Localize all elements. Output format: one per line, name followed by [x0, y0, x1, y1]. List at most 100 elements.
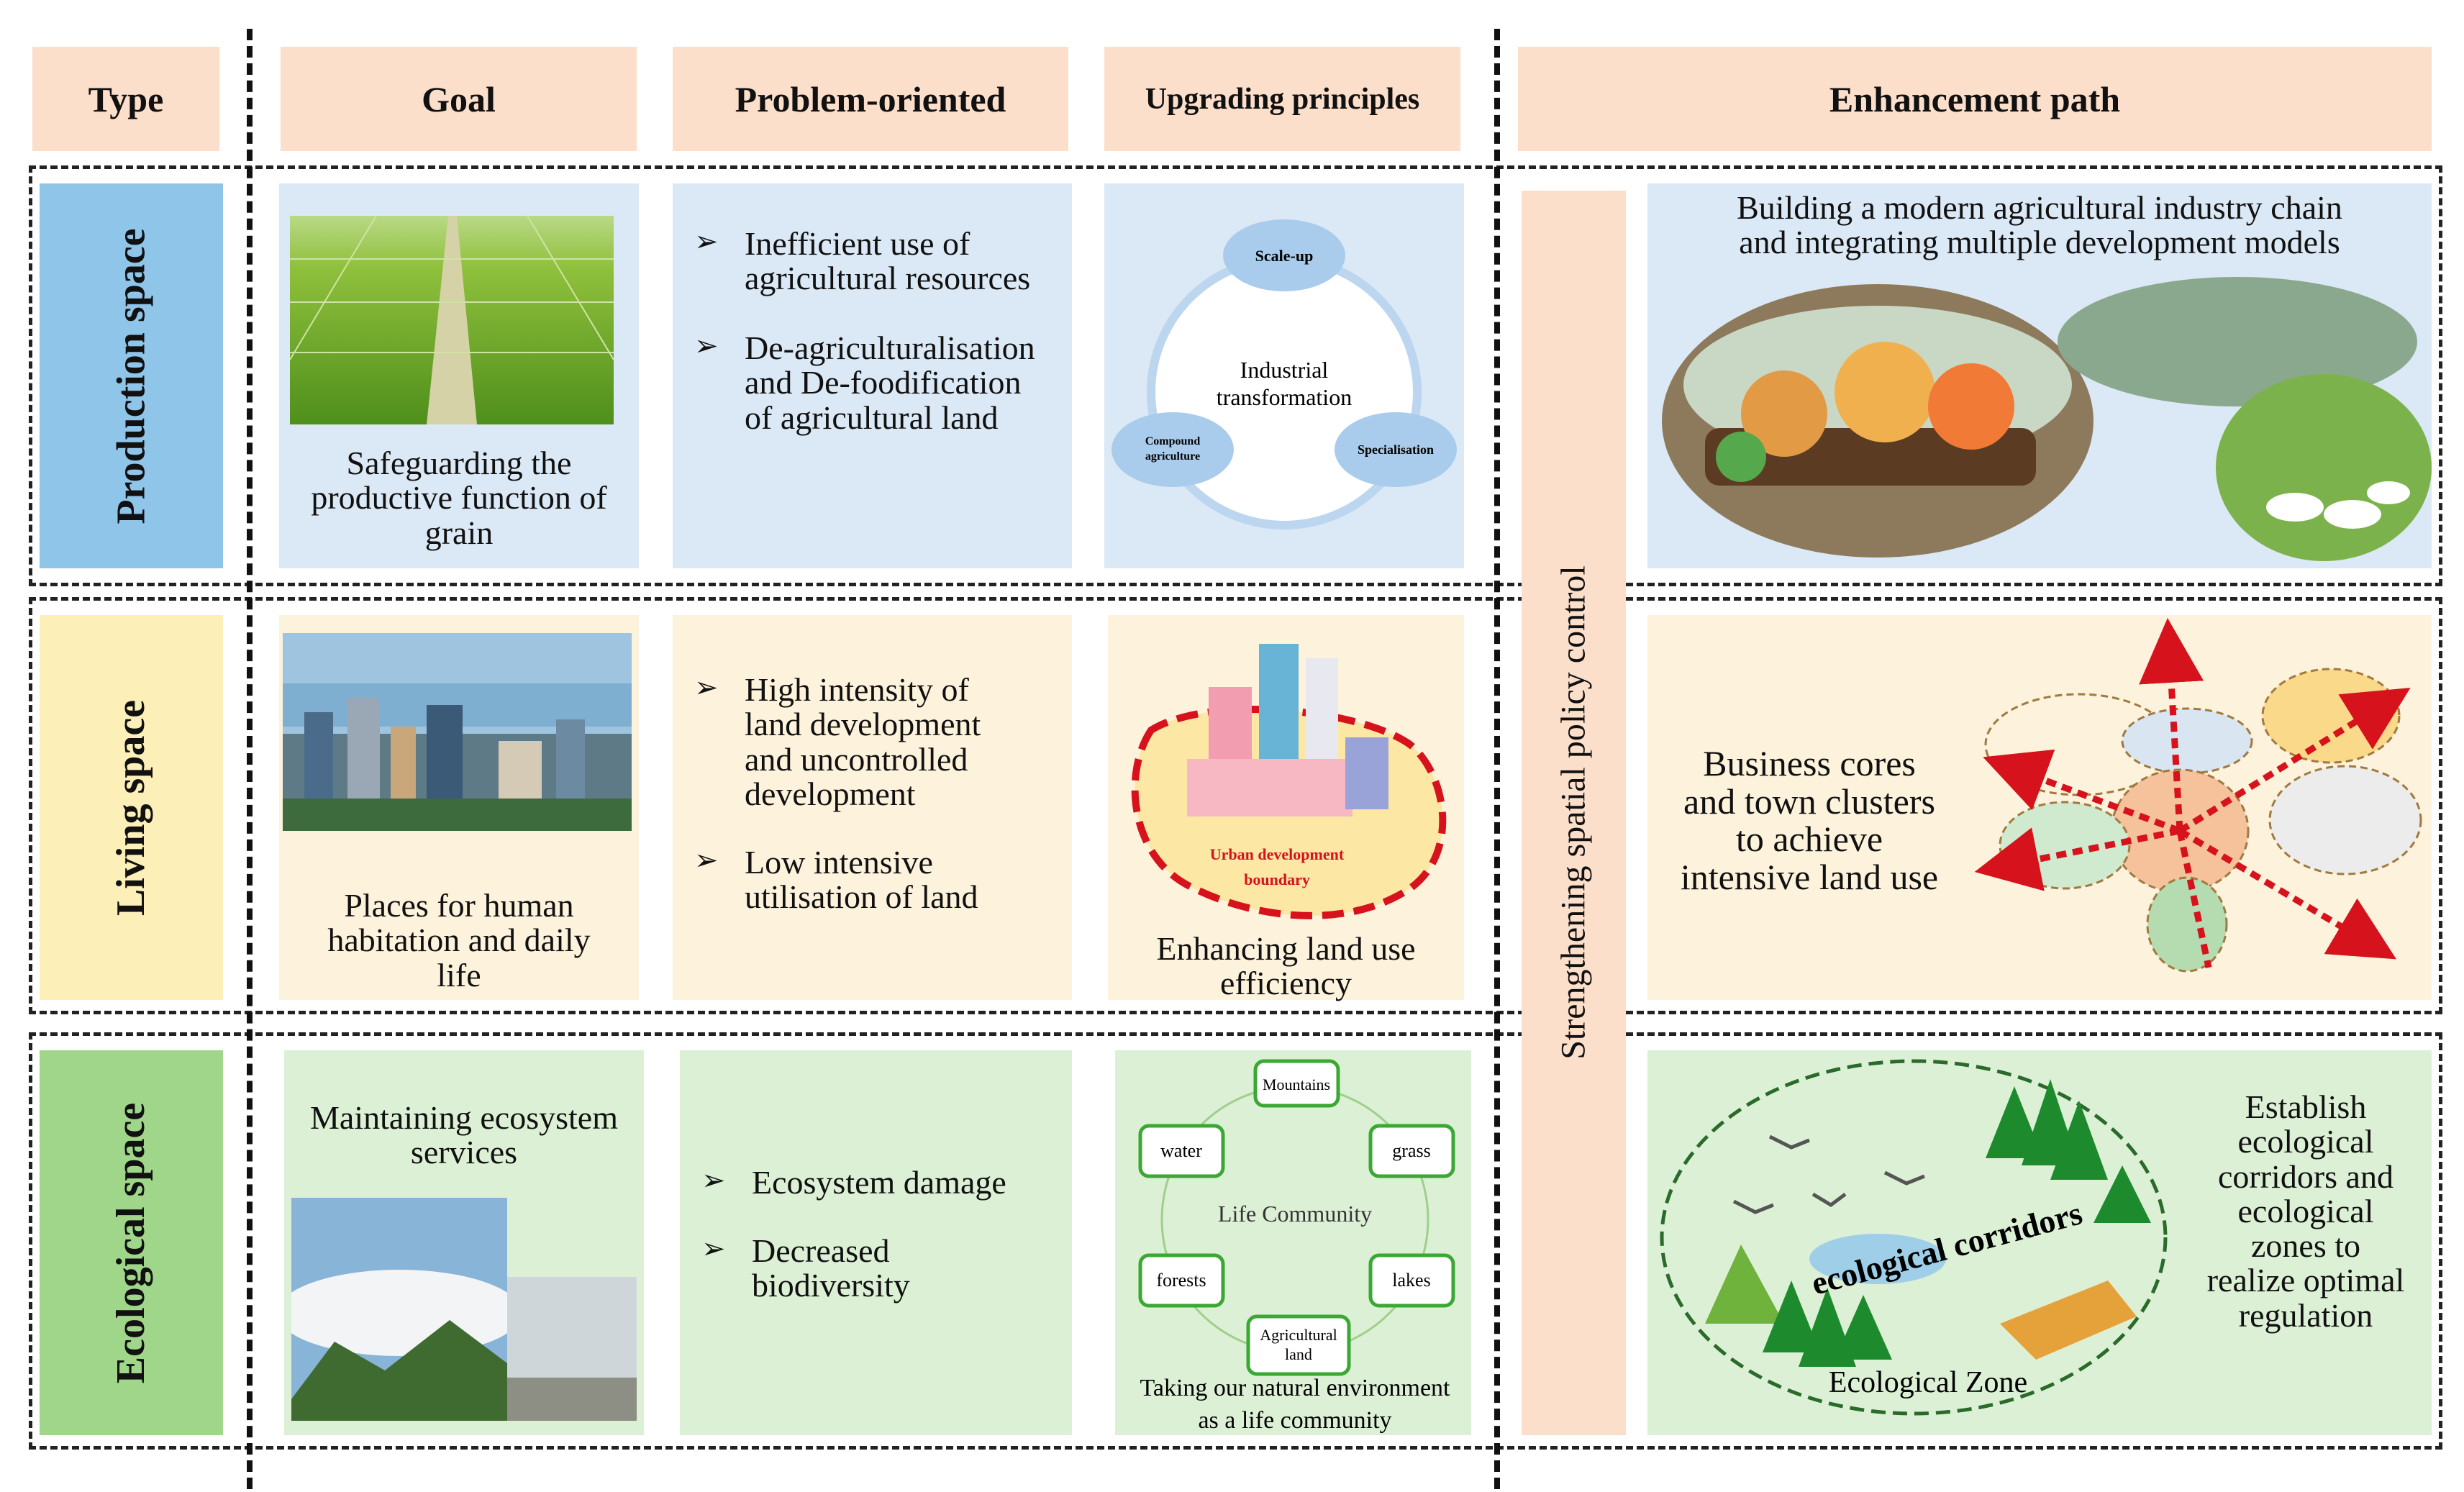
specialisation-node	[1335, 412, 1457, 487]
goal-line: Places for human	[344, 887, 574, 924]
grass-label: grass	[1392, 1140, 1430, 1161]
building	[1187, 759, 1353, 816]
problem-line: Inefficient use of	[745, 225, 970, 262]
scale-up-node	[1223, 219, 1345, 291]
poultry-orchard-image	[2216, 374, 2432, 561]
cluster-ellipse	[2268, 765, 2422, 875]
caption-line: Taking our natural environment	[1140, 1375, 1451, 1401]
cluster-ellipse	[2261, 668, 2401, 764]
living-path-text: Business cores and town clusters to achi…	[1647, 745, 1971, 896]
production-row-outline	[29, 165, 2442, 586]
bullet-arrow-icon: ➢	[694, 329, 719, 362]
type-column-divider	[247, 29, 253, 1489]
bullet-arrow-icon: ➢	[694, 844, 719, 876]
life-community-label: Life Community	[1218, 1201, 1372, 1227]
lakes-label: lakes	[1392, 1270, 1430, 1291]
policy-control-band: Strengthening spatial policy control	[1522, 191, 1626, 1435]
header-problem: Problem-oriented	[673, 47, 1068, 151]
production-principles-cell: Scale-up Compound agriculture Specialisa…	[1104, 183, 1464, 568]
ecological-zone-diagram: ecological corridors Ecological Zone	[1660, 1059, 2168, 1416]
caption-line: Enhancing land use	[1156, 930, 1416, 967]
path-line: and town clusters	[1683, 781, 1935, 822]
development-axes	[1974, 618, 2411, 968]
header-principles: Upgrading principles	[1104, 47, 1460, 151]
goal-line: services	[410, 1134, 518, 1171]
specialisation-label: Specialisation	[1358, 442, 1434, 457]
bullet-arrow-icon: ➢	[694, 225, 719, 258]
boundary-label: Urban development	[1210, 845, 1345, 863]
farmland-patch	[2000, 1281, 2137, 1360]
problem-line: Ecosystem damage	[752, 1164, 1006, 1201]
path-line: regulation	[2238, 1296, 2373, 1334]
ecological-problem-cell: ➢ Ecosystem damage ➢ Decreased biodivers…	[680, 1050, 1072, 1435]
goal-line: grain	[424, 514, 494, 551]
production-path-text: Building a modern agricultural industry …	[1647, 189, 2432, 260]
living-goal-text: Places for human habitation and daily li…	[279, 888, 639, 993]
grain-field-image	[290, 216, 614, 424]
path-line: ecological	[2237, 1192, 2374, 1229]
header-goal-label: Goal	[422, 78, 496, 119]
forests-label: forests	[1156, 1270, 1206, 1291]
caption-line: as a life community	[1198, 1407, 1391, 1434]
agricultural-land-label: land	[1285, 1345, 1312, 1363]
ecological-row-outline	[29, 1032, 2442, 1450]
bullet-arrow-icon: ➢	[694, 671, 719, 704]
production-goal-text: Safeguarding the productive function of …	[279, 445, 639, 551]
living-principles-caption: Enhancing land use efficiency	[1108, 930, 1464, 1002]
path-column-divider	[1494, 29, 1500, 1489]
problem-line: biodiversity	[752, 1267, 910, 1304]
path-line: zones to	[2250, 1227, 2360, 1265]
problem-line: of agricultural land	[745, 399, 999, 436]
path-line: corridors and	[2218, 1157, 2393, 1195]
production-problem-cell: ➢ Inefficient use of agricultural resour…	[673, 183, 1072, 568]
forest-trees	[1763, 1079, 2151, 1367]
ecological-zone-boundary	[1660, 1059, 2168, 1416]
problem-line: and De-foodification	[745, 364, 1022, 401]
compound-label: agriculture	[1145, 450, 1200, 463]
type-living-label: Living space	[109, 699, 154, 916]
header-goal: Goal	[281, 47, 637, 151]
path-line: Building a modern agricultural industry …	[1737, 189, 2342, 226]
birds-icon	[1732, 1134, 1925, 1214]
policy-control-label: Strengthening spatial policy control	[1554, 565, 1593, 1060]
caption-line: efficiency	[1219, 965, 1353, 1002]
problem-line: Low intensive	[745, 844, 933, 881]
header-type-label: Type	[88, 78, 164, 119]
boundary-label: boundary	[1244, 870, 1310, 888]
cycle-center-label: transformation	[1217, 384, 1352, 410]
cluster-ellipse	[2121, 707, 2253, 775]
production-goal-cell: Safeguarding the productive function of …	[279, 183, 639, 568]
ecological-zone-label: Ecological Zone	[1829, 1366, 2027, 1399]
cluster-ellipse	[2146, 876, 2228, 973]
cycle-center-label: Industrial	[1240, 357, 1329, 383]
agriculture-industry-images	[1662, 277, 2432, 561]
bullet-arrow-icon: ➢	[701, 1164, 726, 1196]
header-path-label: Enhancement path	[1829, 78, 2121, 119]
lakes-node	[1368, 1253, 1455, 1308]
agricultural-land-node	[1246, 1314, 1351, 1376]
path-line: ecological	[2237, 1123, 2374, 1160]
goal-line: Safeguarding the	[346, 445, 572, 481]
compound-label: Compound	[1145, 435, 1201, 447]
ecological-principles-cell: Mountains grass water forests lakes Agri…	[1115, 1050, 1471, 1435]
type-production: Production space	[40, 183, 223, 568]
path-line: Business cores	[1703, 743, 1916, 783]
problem-line: land development	[745, 706, 981, 743]
living-path-cell: Business cores and town clusters to achi…	[1647, 615, 2432, 1000]
problem-line: Decreased	[752, 1232, 890, 1269]
production-path-cell: Building a modern agricultural industry …	[1647, 183, 2432, 568]
compound-agriculture-node	[1111, 412, 1234, 487]
goal-line: productive function of	[311, 479, 607, 517]
mountains-node	[1253, 1059, 1340, 1108]
scale-up-label: Scale-up	[1255, 247, 1314, 265]
agricultural-land-label: Agricultural	[1260, 1326, 1337, 1344]
mountain-landscape-image	[291, 1198, 637, 1421]
ecological-path-cell: ecological corridors Ecological Zone Est…	[1647, 1050, 2432, 1435]
path-line: intensive land use	[1680, 856, 1939, 897]
problem-line: High intensity of	[745, 671, 969, 708]
goal-line: life	[437, 956, 481, 993]
living-problem-cell: ➢ High intensity of land development and…	[673, 615, 1072, 1000]
building	[1345, 737, 1388, 809]
hill-shape	[1705, 1245, 1784, 1324]
living-goal-cell: Places for human habitation and daily li…	[279, 615, 639, 1000]
